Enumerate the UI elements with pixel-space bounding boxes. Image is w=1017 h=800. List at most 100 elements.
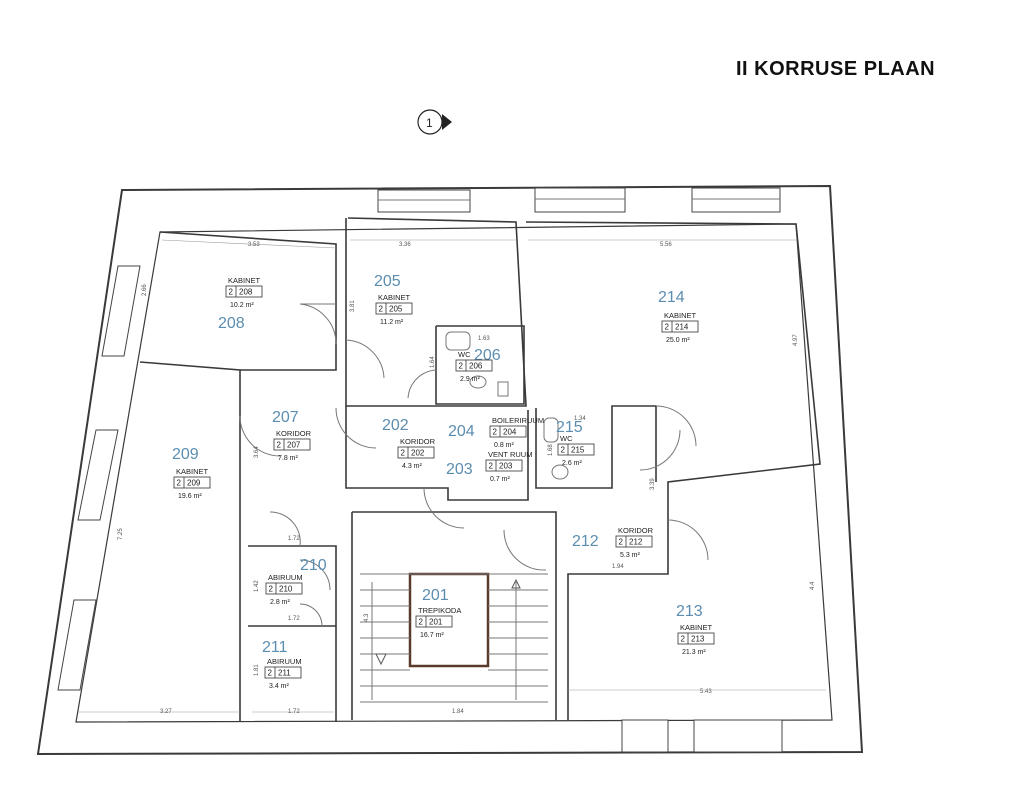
room-floor: 2: [419, 618, 424, 627]
room-tag: 201: [429, 618, 443, 627]
stairs: [360, 573, 548, 703]
room-tag: 213: [691, 635, 705, 644]
room-floor: 2: [379, 305, 384, 314]
section-marker-label: 1: [426, 116, 433, 130]
room-name: KORIDOR: [276, 429, 312, 438]
room-tag-box: [615, 535, 653, 548]
room-name: BOILERIRUUM: [492, 416, 544, 425]
room-floor: 2: [493, 428, 498, 437]
room-floor: 2: [561, 446, 566, 455]
dimension-label: 1.94: [612, 564, 624, 570]
dimension-label: 5.43: [700, 689, 712, 695]
room-area: 3.4 m²: [269, 683, 290, 690]
room-number: 209: [172, 446, 199, 463]
room-name: VENT RUUM: [488, 450, 532, 459]
room-area: 4.3 m²: [402, 463, 423, 470]
room-tag-box: [273, 438, 311, 451]
room-floor: 2: [681, 635, 686, 644]
room-name: ABIRUUM: [267, 657, 302, 666]
doors: [239, 303, 709, 627]
room-number: 214: [658, 289, 685, 306]
room-tag: 206: [469, 362, 483, 371]
room-name: KABINET: [664, 311, 697, 320]
room-area: 25.0 m²: [666, 337, 690, 344]
room-tag: 209: [187, 479, 201, 488]
dimension-label: 3.39: [650, 478, 656, 490]
room-floor: 2: [489, 462, 494, 471]
dimension-label: 1.72: [288, 616, 300, 622]
room-tag: 208: [239, 288, 253, 297]
room-tag-box: [489, 425, 527, 438]
room-area: 2.9 m²: [460, 376, 481, 383]
dimension-label: 1.68: [548, 444, 554, 456]
room-floor: 2: [177, 479, 182, 488]
room-name: WC: [458, 350, 471, 359]
dimension-label: 7.25: [118, 528, 124, 540]
room-number: 205: [374, 273, 401, 290]
room-area: 10.2 m²: [230, 302, 254, 309]
room-area: 0.7 m²: [490, 476, 511, 483]
room-tag-box: [265, 582, 303, 595]
room-number: 213: [676, 603, 703, 620]
dimension-label: 3.64: [254, 446, 260, 458]
room-floor: 2: [277, 441, 282, 450]
room-floor: 2: [459, 362, 464, 371]
dimension-label: 1.81: [254, 664, 260, 676]
room-name: KABINET: [176, 467, 209, 476]
dimension-label: 1.84: [452, 709, 464, 715]
dimension-label: 5.56: [660, 242, 672, 248]
room-number: 204: [448, 423, 475, 440]
room-tag: 215: [571, 446, 585, 455]
room-area: 5.3 m²: [620, 552, 641, 559]
section-marker: 1: [417, 109, 452, 135]
room-name: KABINET: [680, 623, 713, 632]
interior-walls: [139, 217, 821, 722]
room-name: KORIDOR: [618, 526, 654, 535]
dimension-label: 1.34: [574, 416, 586, 422]
room-tag-box: [661, 320, 699, 333]
room-name: KABINET: [378, 293, 411, 302]
room-floor: 2: [665, 323, 670, 332]
room-name: WC: [560, 434, 573, 443]
room-tag: 204: [503, 428, 517, 437]
room-tag: 207: [287, 441, 301, 450]
room-number: 201: [422, 587, 449, 604]
room-name: KABINET: [228, 276, 261, 285]
room-tag: 205: [389, 305, 403, 314]
dimension-line: [161, 239, 337, 249]
windows: [57, 187, 783, 753]
dimension-label: 1.64: [430, 356, 436, 368]
room-tag-box: [264, 666, 302, 679]
room-tag: 211: [278, 669, 291, 678]
room-area: 7.8 m²: [278, 455, 299, 462]
room-area: 21.3 m²: [682, 649, 706, 656]
room-area: 2.8 m²: [270, 599, 291, 606]
room-number: 207: [272, 409, 299, 426]
dimension-label: 4.97: [793, 334, 799, 346]
room-tag-box: [415, 615, 453, 628]
room-area: 11.2 m²: [380, 319, 404, 326]
room-tag: 202: [411, 449, 425, 458]
room-floor: 2: [619, 538, 624, 547]
room-number: 203: [446, 461, 473, 478]
outer-walls: [36, 184, 864, 756]
dimension-label: 1.72: [288, 536, 300, 542]
room-number: 202: [382, 417, 409, 434]
room-tag: 212: [629, 538, 643, 547]
room-tag-box: [225, 285, 263, 298]
room-tag: 203: [499, 462, 513, 471]
room-tag: 210: [279, 585, 293, 594]
room-203: 203 VENT RUUM 2 203 0.7 m²: [446, 450, 532, 483]
dimension-label: 2.66: [142, 284, 148, 296]
